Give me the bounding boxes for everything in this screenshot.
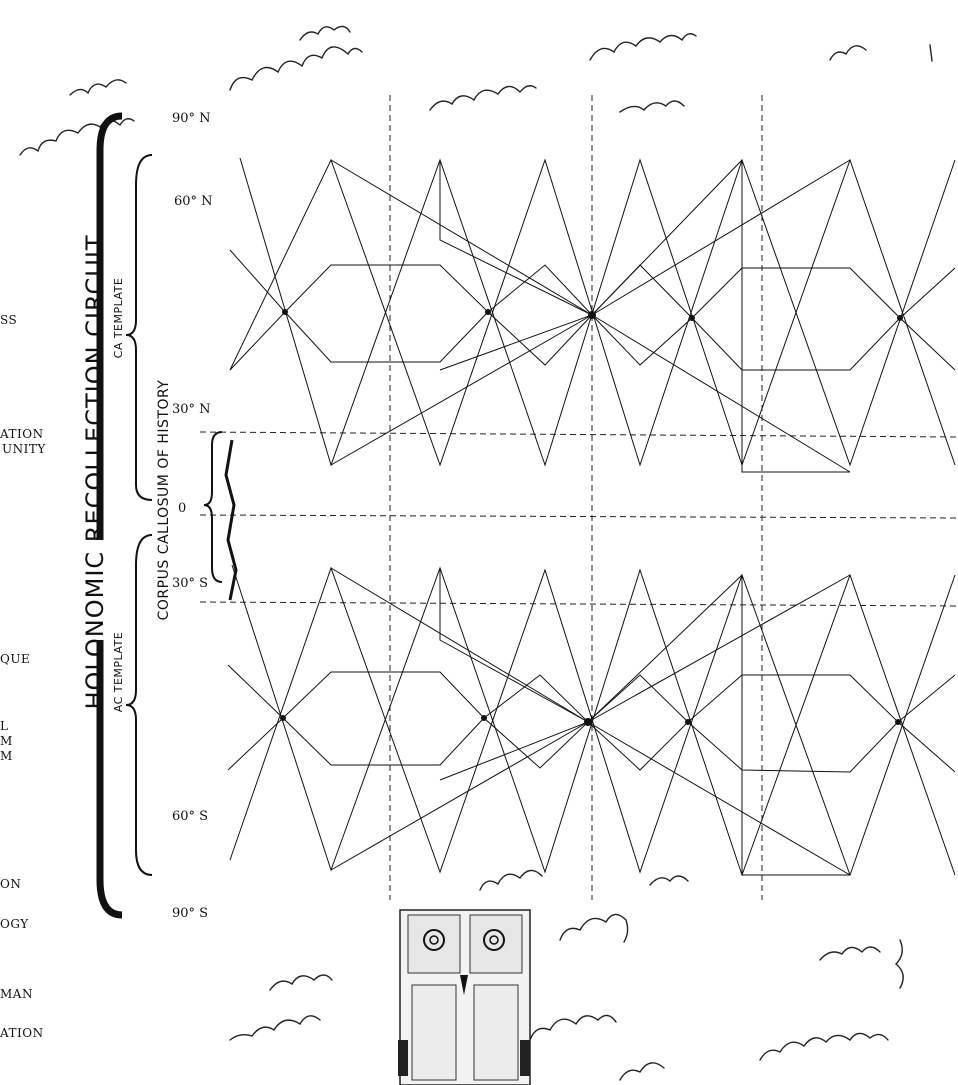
cut-label: ATION: [0, 427, 44, 441]
grid-lines: [199, 95, 958, 900]
braces: [96, 112, 238, 919]
cut-label: ATION: [0, 1026, 44, 1040]
latitude-0: 0: [178, 501, 186, 516]
cut-label: QUE: [0, 652, 30, 666]
cut-label: L: [0, 719, 8, 733]
cloud-icon: [19, 25, 933, 1081]
latitude-60n: 60° N: [174, 194, 213, 209]
cut-label: MAN: [0, 987, 33, 1001]
ca-template-label: CA TEMPLATE: [112, 278, 125, 359]
cut-label: M: [0, 749, 13, 763]
corpus-callosum-label: CORPUS CALLOSUM OF HISTORY: [156, 380, 172, 621]
latitude-60s: 60° S: [172, 809, 208, 824]
ac-template-label: AC TEMPLATE: [112, 632, 125, 713]
network-nodes: [280, 309, 903, 726]
cut-label: SS: [0, 313, 17, 327]
latitude-90n: 90° N: [172, 111, 211, 126]
cut-label: ON: [0, 877, 21, 891]
latitude-30n: 30° N: [172, 402, 211, 417]
latitude-30s: 30° S: [172, 576, 208, 591]
twin-statue-icon: [398, 909, 531, 1085]
cut-label: M: [0, 734, 13, 748]
cut-label: OGY: [0, 917, 29, 931]
circuit-title: HOLONOMIC RECOLLECTION CIRCUIT: [81, 234, 109, 709]
cut-label: UNITY: [2, 442, 46, 456]
cut-off-labels: SS ATION UNITY QUE L M M ON OGY MAN ATIO…: [0, 313, 46, 1040]
latitude-labels: 90° N 60° N 30° N 0 30° S 60° S 90° S: [172, 111, 213, 921]
latitude-90s: 90° S: [172, 906, 208, 921]
